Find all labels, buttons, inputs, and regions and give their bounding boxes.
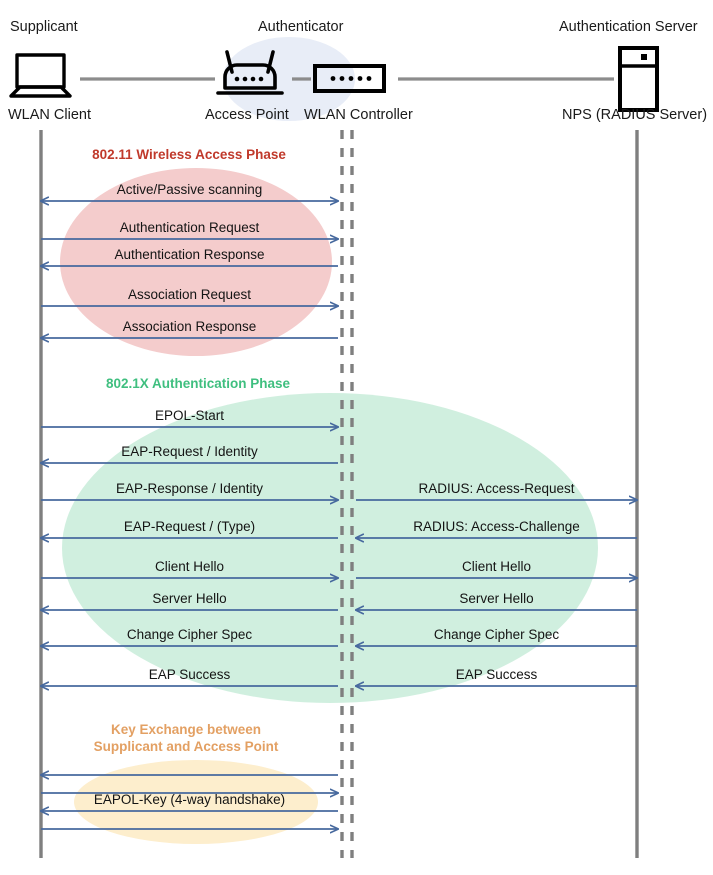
message-label-eap-request-identity-1: EAP-Request / Identity <box>121 444 258 459</box>
node-label-nps-radius-server: NPS (RADIUS Server) <box>562 107 708 123</box>
message-label-right-radius-access-challenge-1: RADIUS: Access-Challenge <box>413 519 580 534</box>
message-label-active-passive-scanning-0: Active/Passive scanning <box>116 182 263 197</box>
role-title-supplicant: Supplicant <box>10 19 78 35</box>
message-label-right-server-hello-3: Server Hello <box>459 591 534 606</box>
role-title-authenticator: Authenticator <box>258 19 344 35</box>
message-label-client-hello-4: Client Hello <box>154 559 225 574</box>
access-point-icon <box>216 50 284 95</box>
phase-ellipse-wireless-access <box>60 168 332 356</box>
message-label-server-hello-5: Server Hello <box>152 591 227 606</box>
message-label-eap-request-type-3: EAP-Request / (Type) <box>123 519 256 534</box>
phase-ellipse-dot1x-authentication <box>62 393 598 703</box>
authenticator-halo <box>223 37 355 121</box>
message-label-right-eap-success-5: EAP Success <box>455 667 538 682</box>
message-label-epol-start-0: EPOL-Start <box>154 408 225 423</box>
message-label-association-request-3: Association Request <box>127 287 252 302</box>
message-label-association-response-4: Association Response <box>122 319 257 334</box>
message-label-eap-response-identity-2: EAP-Response / Identity <box>115 481 264 496</box>
message-label-change-cipher-spec-6: Change Cipher Spec <box>126 627 253 642</box>
phase-title-key-exchange-line2: Supplicant and Access Point <box>93 738 279 754</box>
node-label-wlan-client: WLAN Client <box>8 107 91 123</box>
message-label-eapol-key-4-way-handshake-2: EAPOL-Key (4-way handshake) <box>93 792 286 807</box>
message-label-eap-success-7: EAP Success <box>148 667 231 682</box>
phase-title-key-exchange: Key Exchange between Supplicant and Acce… <box>0 722 372 756</box>
node-label-wlan-controller: WLAN Controller <box>304 107 413 123</box>
role-title-authentication-server: Authentication Server <box>559 19 698 35</box>
message-label-right-client-hello-2: Client Hello <box>461 559 532 574</box>
message-label-authentication-response-2: Authentication Response <box>114 247 265 262</box>
phase-ellipse-key-exchange <box>74 760 318 844</box>
node-label-access-point: Access Point <box>205 107 289 123</box>
message-label-authentication-request-1: Authentication Request <box>119 220 260 235</box>
message-label-right-radius-access-request-0: RADIUS: Access-Request <box>418 481 575 496</box>
message-label-right-change-cipher-spec-4: Change Cipher Spec <box>433 627 560 642</box>
phase-title-dot1x-authentication: 802.1X Authentication Phase <box>105 376 291 391</box>
server-icon <box>618 46 659 112</box>
wlan-controller-icon <box>313 64 386 93</box>
laptop-icon <box>9 53 72 98</box>
phase-title-wireless-access: 802.11 Wireless Access Phase <box>92 147 286 162</box>
phase-title-key-exchange-line1: Key Exchange between <box>110 722 262 737</box>
